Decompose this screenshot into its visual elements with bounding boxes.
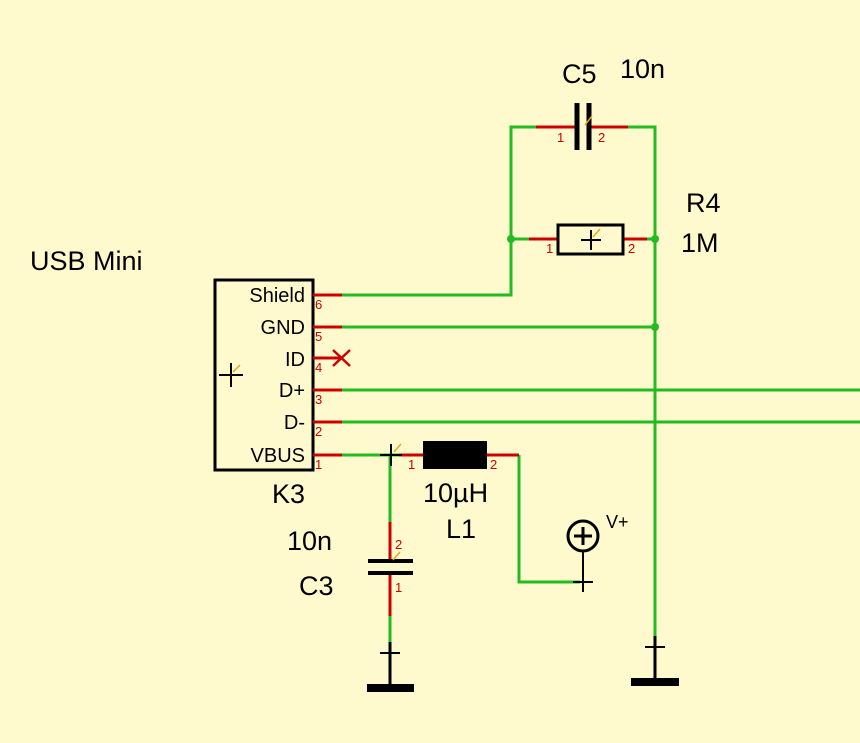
- connector-pins: [313, 293, 342, 457]
- l1-value: 10µH: [423, 478, 488, 508]
- c5-value: 10n: [620, 54, 665, 84]
- origin-cross-icon: [219, 363, 243, 387]
- r4-pin1-number: 1: [546, 241, 553, 256]
- r4-body: [556, 223, 625, 256]
- pin-name-dplus: D+: [279, 380, 305, 402]
- r4-value: 1M: [681, 228, 719, 258]
- wire-c5-right[interactable]: [628, 125, 657, 636]
- ground-icon[interactable]: [367, 642, 414, 692]
- pin-name-vbus: VBUS: [251, 445, 305, 467]
- junction-dot: [651, 323, 659, 331]
- r4-ref: R4: [686, 188, 721, 218]
- l1-body: [423, 441, 487, 469]
- connector-ref: K3: [272, 479, 305, 509]
- origin-cross-icon: [581, 228, 601, 250]
- c5-marker: [584, 115, 593, 126]
- wire-l1-vplus[interactable]: [517, 455, 580, 584]
- c3-pin2-number: 2: [395, 537, 402, 552]
- connector-title: USB Mini: [30, 246, 143, 276]
- ground-icon[interactable]: [631, 636, 679, 686]
- cross-mark-icon: [332, 349, 351, 367]
- pin-number: 3: [315, 392, 322, 407]
- resistor-r4[interactable]: R4 1M 1 2: [529, 188, 721, 258]
- c5-pin1-number: 1: [557, 130, 564, 145]
- l1-pin2-number: 2: [490, 457, 497, 472]
- pin-number: 5: [315, 329, 322, 344]
- c3-value: 10n: [287, 526, 332, 556]
- junction-dot: [507, 235, 515, 243]
- wire-shield-net[interactable]: [342, 125, 536, 297]
- junctions: [507, 235, 659, 331]
- wires: [342, 125, 860, 642]
- pin-number: 1: [315, 457, 322, 472]
- l1-ref: L1: [446, 514, 476, 544]
- origin-cross-icon: [380, 443, 402, 466]
- power-label: V+: [606, 512, 629, 532]
- pin-number: 4: [315, 360, 322, 375]
- pin-name-shield: Shield: [249, 285, 305, 307]
- c3-marker: [392, 551, 401, 561]
- pin-name-dminus: D-: [284, 412, 305, 434]
- l1-pin1-number: 1: [408, 457, 415, 472]
- c5-pin2-number: 2: [598, 130, 605, 145]
- pin-name-gnd: GND: [261, 317, 305, 339]
- c3-ref: C3: [299, 571, 334, 601]
- c3-pin1-number: 1: [395, 580, 402, 595]
- capacitor-c3[interactable]: 10n C3 2 1: [287, 522, 413, 616]
- inductor-l1[interactable]: 1 2 10µH L1: [380, 441, 519, 544]
- junction-dot: [651, 235, 659, 243]
- pin-name-id: ID: [285, 349, 305, 371]
- power-plus-icon[interactable]: V+: [566, 512, 629, 592]
- connector-body: [213, 278, 315, 472]
- r4-pin2-number: 2: [628, 241, 635, 256]
- capacitor-c5[interactable]: C5 10n 1 2: [536, 54, 665, 150]
- pin-number: 6: [315, 297, 322, 312]
- usb-connector-k3[interactable]: USB Mini K3 Shield GND ID D+ D- VBUS 6 5…: [30, 246, 351, 509]
- c5-ref: C5: [562, 59, 597, 89]
- pin-number: 2: [315, 424, 322, 439]
